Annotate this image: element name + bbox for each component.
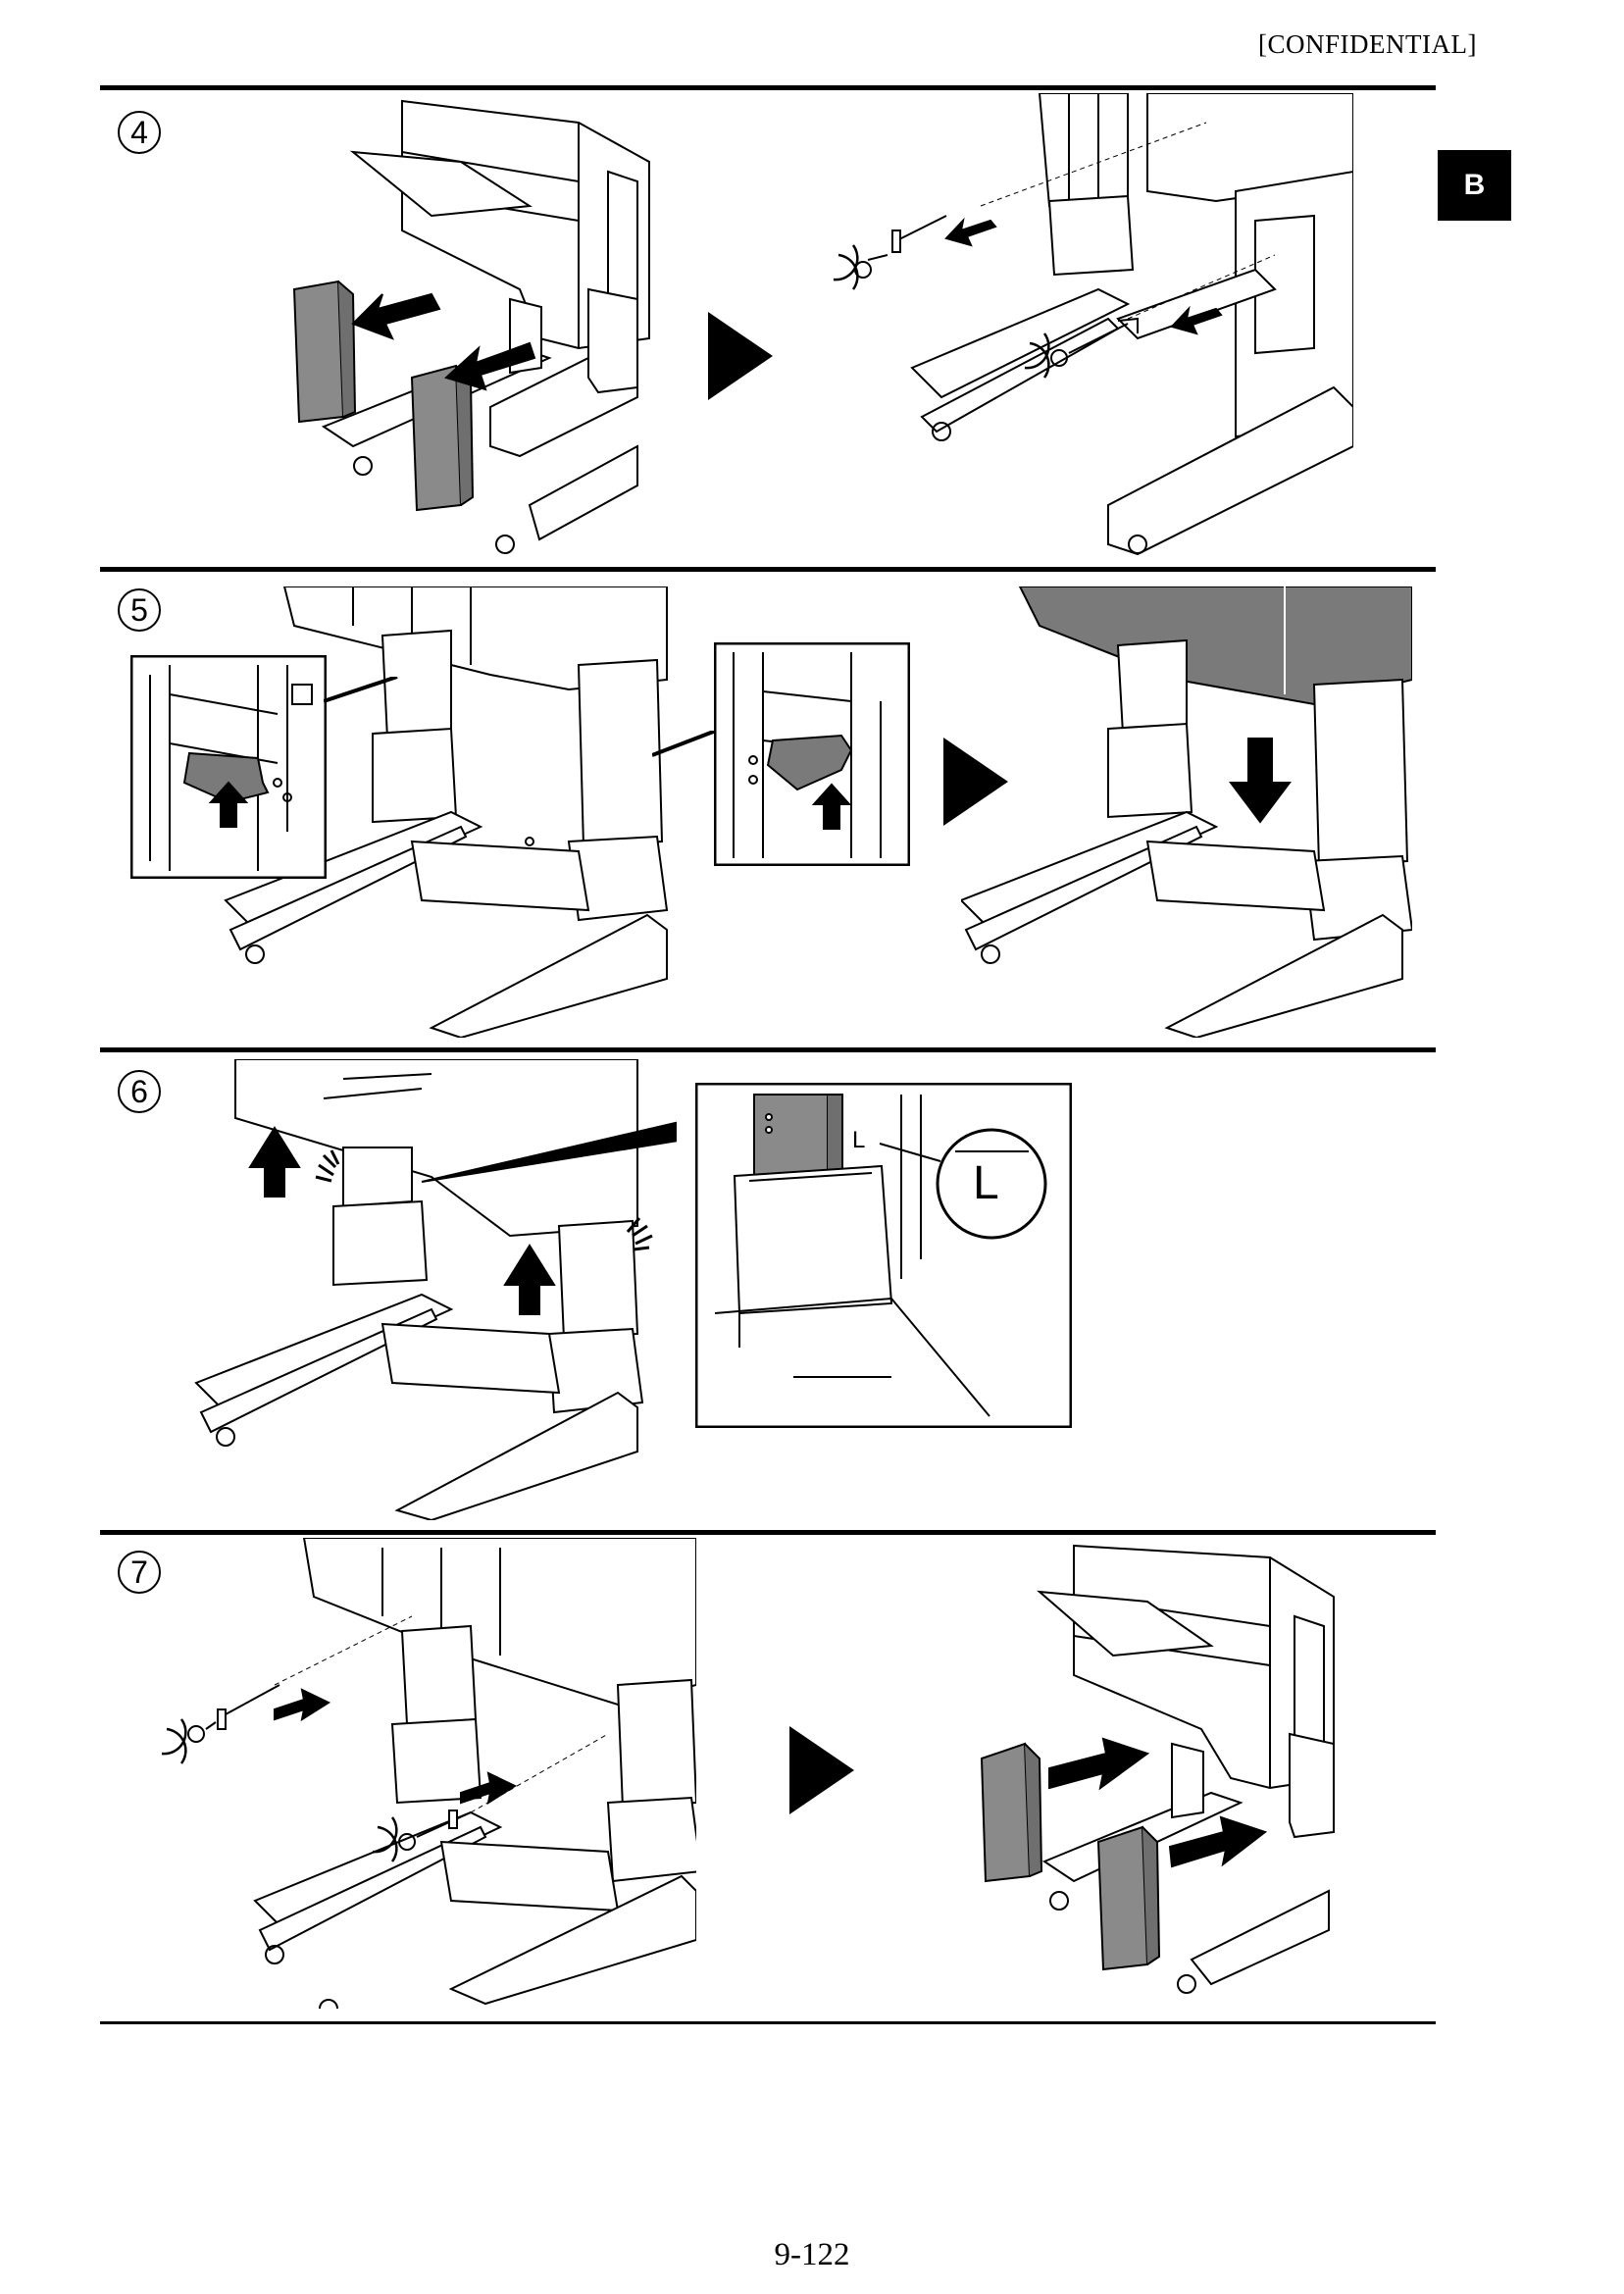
step6-callout-label-large: L — [973, 1157, 999, 1209]
page-number: 9-122 — [774, 2237, 850, 2272]
step-number-7: 7 — [118, 1551, 161, 1594]
confidential-label: [CONFIDENTIAL] — [1258, 29, 1477, 59]
step5-lower-finisher-illustration — [961, 586, 1412, 1038]
step5-callout-line-right — [652, 731, 721, 760]
step5-detail-inset-right — [714, 642, 910, 866]
section-tab: B — [1438, 150, 1511, 221]
step6-detail-inset: L L — [695, 1083, 1072, 1428]
rule-step6 — [100, 1047, 1436, 1052]
next-arrow-step5 — [943, 738, 1008, 826]
step4-remove-screws-illustration — [804, 93, 1353, 564]
rule-step5 — [100, 567, 1436, 572]
step7-attach-covers-illustration — [976, 1538, 1348, 2009]
next-arrow-step7 — [789, 1726, 854, 1814]
rule-top — [100, 85, 1436, 90]
rule-bottom — [100, 2021, 1436, 2024]
step7-install-screws-illustration — [147, 1538, 696, 2009]
rule-step7 — [100, 1530, 1436, 1535]
next-arrow-step4 — [708, 312, 773, 400]
step4-remove-covers-illustration — [284, 93, 657, 564]
step-number-6: 6 — [118, 1070, 161, 1113]
step5-callout-line-left — [324, 677, 402, 706]
step5-machine-illustration — [216, 586, 902, 1038]
step-number-4: 4 — [118, 111, 161, 154]
step-number-5: 5 — [118, 588, 161, 632]
step5-detail-inset-left — [130, 655, 327, 879]
step6-callout-label-small: L — [852, 1127, 866, 1153]
step6-lift-illustration — [186, 1059, 677, 1520]
